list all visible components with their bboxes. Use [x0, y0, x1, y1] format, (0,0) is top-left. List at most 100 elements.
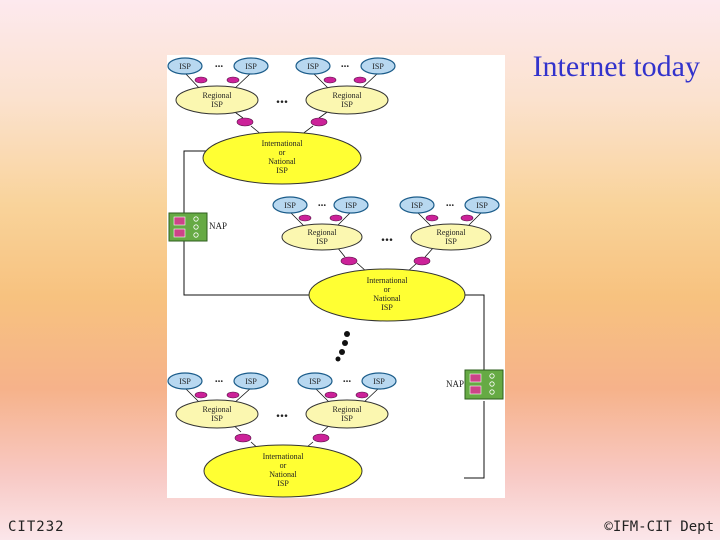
intl-isp-label: or — [279, 148, 286, 157]
internet-hierarchy-diagram: ISP ... ISP ISP ... ISP Regional ISP ...… — [167, 55, 505, 498]
router-icon — [234, 433, 252, 443]
regional-isp-node — [175, 85, 259, 115]
isp-label: ISP — [345, 201, 357, 210]
isp-node — [399, 196, 435, 214]
router-icon — [355, 391, 369, 399]
router-icon — [324, 391, 338, 399]
isp-label: ISP — [245, 377, 257, 386]
ellipsis: ... — [381, 228, 393, 245]
intl-isp-label: International — [367, 276, 409, 285]
backbone-link-mid-nap — [465, 294, 485, 371]
isp-label: ISP — [179, 62, 191, 71]
intl-isp-label: ISP — [276, 166, 288, 175]
ellipsis: ... — [276, 90, 288, 107]
international-isp-node — [308, 268, 466, 322]
intl-isp-label: or — [280, 461, 287, 470]
ellipsis: ... — [446, 197, 455, 209]
isp-label: ISP — [179, 377, 191, 386]
regional-isp-node — [175, 399, 259, 429]
regional-isp-node — [410, 223, 492, 251]
intl-isp-label: National — [269, 470, 297, 479]
isp-label: ISP — [307, 62, 319, 71]
router-icon — [194, 391, 208, 399]
router-icon — [226, 391, 240, 399]
ellipsis: ... — [341, 58, 350, 70]
nap-right: NAP — [446, 369, 504, 400]
intl-isp-label: International — [263, 452, 305, 461]
router-icon — [413, 256, 431, 266]
router-icon — [226, 76, 240, 84]
regional-isp-label: ISP — [211, 414, 223, 423]
router-icon — [194, 76, 208, 84]
router-icon — [340, 256, 358, 266]
cluster-middle: ISP ... ISP ISP ... ISP Regional ISP ...… — [272, 196, 500, 322]
cluster-bottom: ISP ... ISP ISP ... ISP Regional ISP ...… — [167, 372, 397, 498]
router-icon — [460, 214, 474, 222]
ellipsis: ... — [276, 404, 288, 421]
ellipsis: ... — [215, 58, 224, 70]
isp-node — [167, 372, 203, 390]
international-isp-node — [203, 444, 363, 498]
isp-node — [167, 57, 203, 75]
router-icon — [236, 117, 254, 127]
isp-node — [361, 372, 397, 390]
router-icon — [329, 214, 343, 222]
ellipsis: ... — [318, 197, 327, 209]
router-icon — [312, 433, 330, 443]
router-icon — [298, 214, 312, 222]
slide-title: Internet today — [532, 50, 700, 83]
regional-isp-label: Regional — [437, 228, 467, 237]
regional-isp-label: ISP — [211, 100, 223, 109]
router-icon — [323, 76, 337, 84]
intl-isp-label: International — [262, 139, 304, 148]
intl-isp-label: National — [373, 294, 401, 303]
backbone-link-nap-bottom — [464, 401, 485, 479]
isp-node — [297, 372, 333, 390]
isp-label: ISP — [372, 62, 384, 71]
isp-label: ISP — [373, 377, 385, 386]
regional-isp-label: Regional — [203, 91, 233, 100]
isp-node — [333, 196, 369, 214]
nap-label: NAP — [209, 221, 227, 231]
backbone-link-top-nap — [183, 150, 207, 215]
regional-isp-node — [305, 85, 389, 115]
isp-node — [464, 196, 500, 214]
course-code: CIT232 — [8, 519, 65, 535]
intl-isp-label: or — [384, 285, 391, 294]
regional-isp-label: Regional — [203, 405, 233, 414]
copyright-notice: ©IFM-CIT Dept — [604, 519, 714, 535]
continuation-dots — [335, 331, 350, 362]
regional-isp-label: Regional — [333, 91, 363, 100]
isp-label: ISP — [309, 377, 321, 386]
ellipsis: ... — [215, 373, 224, 385]
isp-label: ISP — [411, 201, 423, 210]
backbone-link-nap-mid — [183, 235, 310, 296]
intl-isp-label: ISP — [277, 479, 289, 488]
nap-left: NAP — [168, 212, 227, 242]
isp-label: ISP — [284, 201, 296, 210]
regional-isp-label: ISP — [341, 414, 353, 423]
regional-isp-node — [305, 399, 389, 429]
isp-node — [272, 196, 308, 214]
ellipsis: ... — [343, 373, 352, 385]
isp-label: ISP — [245, 62, 257, 71]
international-isp-node — [202, 131, 362, 185]
isp-node — [295, 57, 331, 75]
regional-isp-node — [281, 223, 363, 251]
isp-label: ISP — [476, 201, 488, 210]
regional-isp-label: Regional — [333, 405, 363, 414]
isp-node — [360, 57, 396, 75]
isp-node — [233, 372, 269, 390]
intl-isp-label: National — [268, 157, 296, 166]
regional-isp-label: ISP — [445, 237, 457, 246]
nap-label: NAP — [446, 379, 464, 389]
regional-isp-label: ISP — [316, 237, 328, 246]
cluster-top: ISP ... ISP ISP ... ISP Regional ISP ...… — [167, 57, 396, 185]
router-icon — [353, 76, 367, 84]
regional-isp-label: ISP — [341, 100, 353, 109]
router-icon — [425, 214, 439, 222]
intl-isp-label: ISP — [381, 303, 393, 312]
isp-node — [233, 57, 269, 75]
router-icon — [310, 117, 328, 127]
regional-isp-label: Regional — [308, 228, 338, 237]
